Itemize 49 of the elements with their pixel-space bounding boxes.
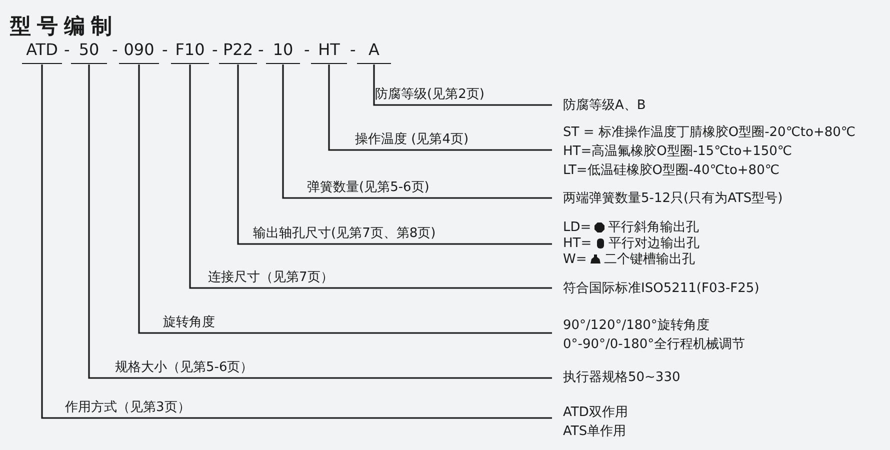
option-code: LD=: [563, 218, 592, 236]
edge-label: 连接尺寸（见第7页）: [208, 270, 334, 286]
leader-line: [88, 64, 552, 379]
edge-label: 旋转角度: [163, 315, 215, 331]
description-text: ATS单作用: [563, 423, 628, 441]
option-code: HT=: [563, 234, 592, 252]
description-text: ATD双作用: [563, 404, 628, 422]
leader-line: [138, 64, 552, 334]
leader-line: [237, 64, 552, 245]
edge-label: 作用方式（见第3页）: [65, 400, 190, 416]
edge-label: 防腐等级(见第2页): [375, 87, 484, 103]
code-segment: 50: [71, 40, 107, 64]
code-segment: F10: [171, 40, 209, 64]
description-text: HT=高温氟橡胶O型圈-15℃to+150℃: [563, 143, 794, 161]
edge-label: 规格大小（见第5-6页）: [115, 360, 254, 376]
hyphen-separator: -: [258, 40, 264, 60]
option-code: W=: [563, 250, 587, 268]
description-text: 符合国际标准ISO5211(F03-F25): [563, 280, 760, 298]
description-text: ST = 标准操作温度丁腈橡胶O型圈-20℃to+80℃: [563, 124, 856, 142]
code-segment: 090: [119, 40, 159, 64]
option-description: 平行对边输出孔: [608, 234, 700, 252]
edge-label: 弹簧数量(见第5-6页): [307, 180, 430, 196]
option-description: 二个键槽输出孔: [604, 250, 695, 268]
leader-line: [328, 64, 552, 151]
edge-label: 输出轴孔尺寸(见第7页、第8页): [253, 226, 436, 242]
description-text: 执行器规格50~330: [563, 369, 680, 387]
code-segment: HT: [311, 40, 347, 64]
title: 型号编制: [10, 13, 118, 40]
leader-line: [282, 64, 552, 199]
hyphen-separator: -: [350, 40, 356, 60]
edge-label: 操作温度 (见第4页): [355, 132, 469, 148]
leader-line: [189, 64, 552, 289]
description-text: 两端弹簧数量5-12只(只有为ATS型号): [563, 190, 783, 208]
option-description: 平行斜角输出孔: [608, 218, 700, 236]
hyphen-separator: -: [212, 40, 218, 60]
description-text: 0°-90°/0-180°全行程机械调节: [563, 336, 746, 354]
description-text: 90°/120°/180°旋转角度: [563, 317, 710, 335]
code-segment: 10: [266, 40, 300, 64]
leader-line: [373, 64, 552, 106]
code-segment: ATD: [22, 40, 62, 64]
description-text: LT=低温硅橡胶O型圈-40℃to+80℃: [563, 162, 780, 180]
code-segment: A: [357, 40, 391, 64]
hyphen-separator: -: [112, 40, 118, 60]
hyphen-separator: -: [64, 40, 70, 60]
hyphen-separator: -: [304, 40, 310, 60]
description-text: 防腐等级A、B: [563, 97, 646, 115]
code-segment: P22: [219, 40, 257, 64]
leader-line: [41, 64, 552, 419]
hyphen-separator: -: [162, 40, 168, 60]
